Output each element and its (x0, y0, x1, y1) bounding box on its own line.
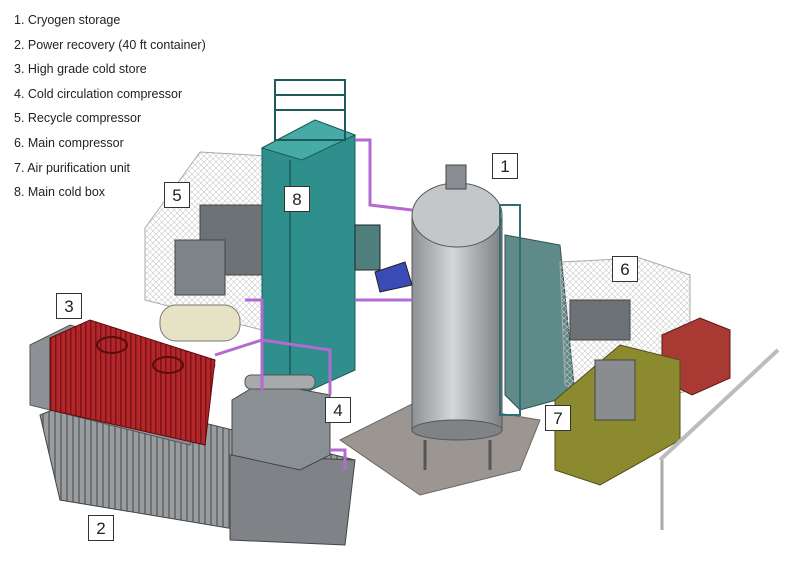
callout-3: 3 (56, 293, 82, 319)
legend-item-2: 2. Power recovery (40 ft container) (14, 37, 206, 52)
callout-4: 4 (325, 397, 351, 423)
legend-item-5: 5. Recycle compressor (14, 111, 142, 126)
legend-item-7: 7. Air purification unit (14, 160, 131, 175)
legend-item-8: 8. Main cold box (14, 185, 106, 200)
outlet-pole (658, 348, 780, 530)
legend-item-4: 4. Cold circulation compressor (14, 86, 183, 101)
process-piping (214, 138, 413, 470)
cold-circulation-compressor (231, 374, 331, 471)
callout-6: 6 (612, 256, 638, 282)
air-purification-unit (554, 344, 681, 486)
callout-1: 1 (492, 153, 518, 179)
callout-2: 2 (88, 515, 114, 541)
legend: 1. Cryogen storage 2. Power recovery (40… (14, 8, 274, 205)
callout-7: 7 (545, 405, 571, 431)
air-purification-frame (499, 204, 576, 416)
high-grade-cold-store (29, 319, 216, 446)
legend-item-6: 6. Main compressor (14, 135, 124, 150)
power-recovery-container (39, 394, 356, 546)
callout-5: 5 (164, 182, 190, 208)
transfer-platform (354, 224, 413, 293)
callout-8: 8 (284, 186, 310, 212)
legend-item-1: 1. Cryogen storage (14, 13, 121, 27)
cryogen-storage-tank (411, 164, 503, 470)
legend-item-3: 3. High grade cold store (14, 62, 147, 77)
